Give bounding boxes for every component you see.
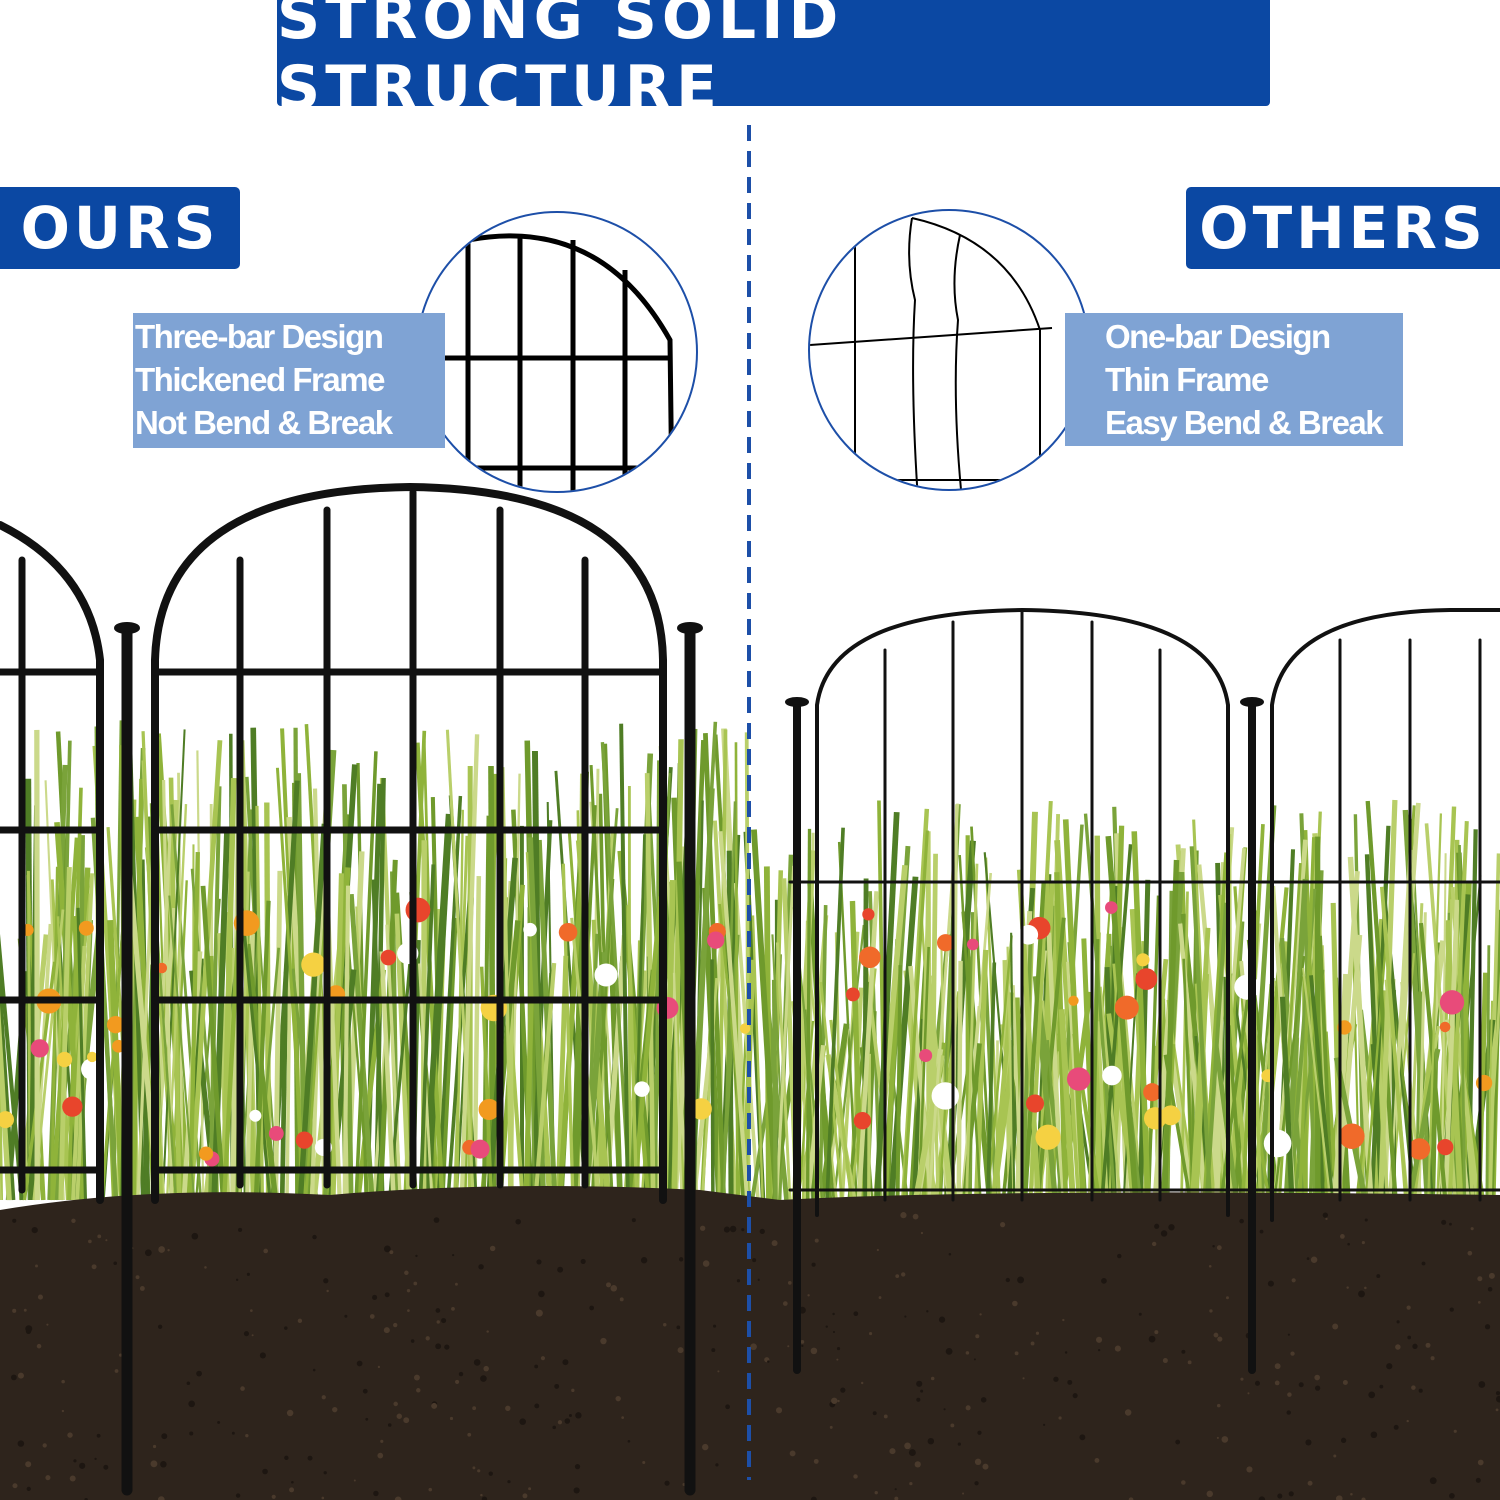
ours-zoom-circle (416, 211, 698, 493)
feature-text: Easy Bend & Break (1105, 404, 1384, 441)
page-title: STRONG SOLID STRUCTURE (277, 0, 1270, 123)
feature-text: Thickened Frame (135, 361, 385, 398)
ours-tag: OURS (0, 187, 240, 269)
feature-text: Three-bar Design (135, 318, 384, 355)
others-zoom-circle (808, 209, 1090, 491)
feature-text: One-bar Design (1105, 318, 1331, 355)
others-fence (785, 607, 1500, 1374)
soil (0, 1186, 1500, 1500)
ours-feature-label: Three-bar Design Thickened Frame Not Ben… (133, 313, 445, 448)
others-tag: OTHERS (1186, 187, 1500, 269)
feature-text: Not Bend & Break (135, 404, 393, 441)
others-feature-label: One-bar Design Thin Frame Easy Bend & Br… (1065, 313, 1403, 446)
feature-text: Thin Frame (1105, 361, 1269, 398)
ours-fence (0, 482, 703, 1496)
